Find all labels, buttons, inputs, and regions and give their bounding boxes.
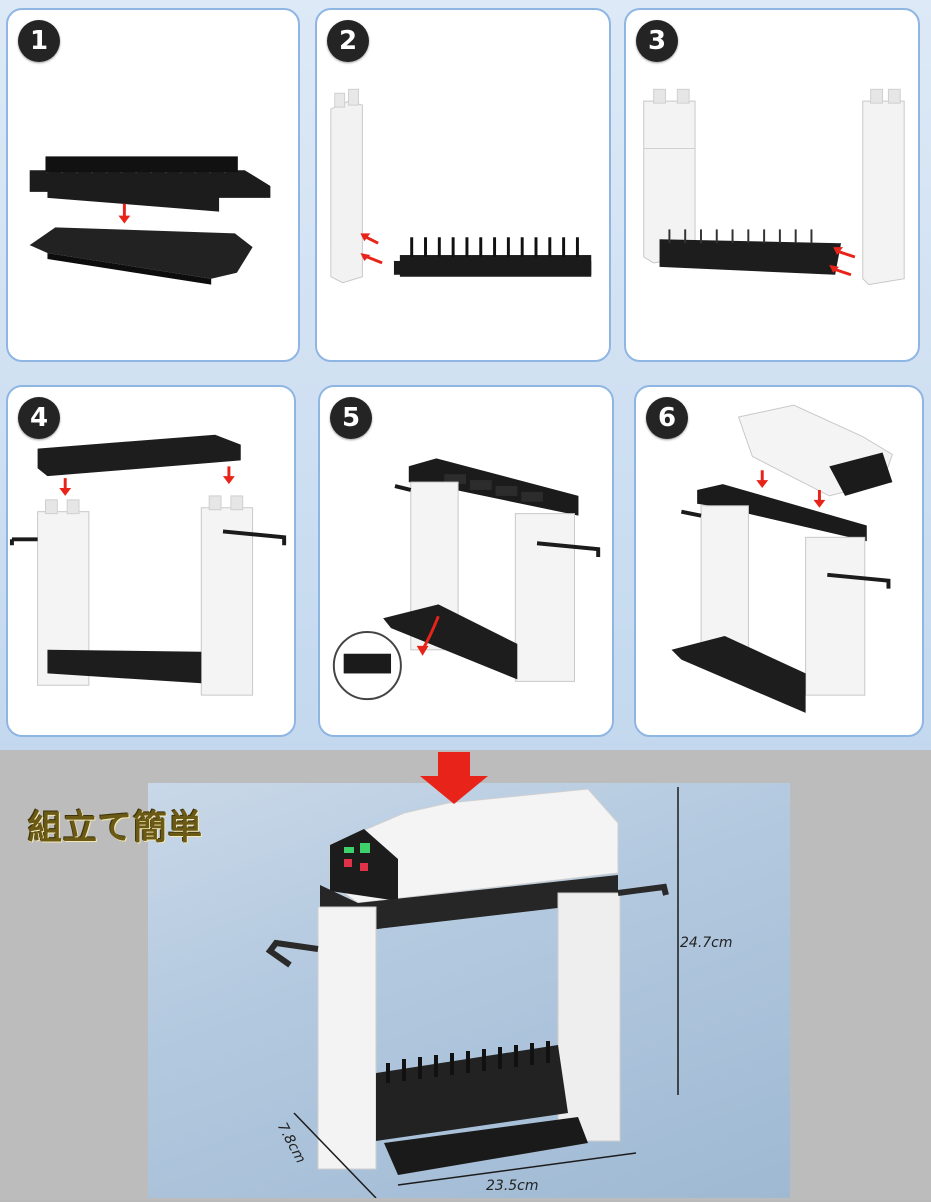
assembly-arrow-icon bbox=[833, 247, 844, 256]
step-3-illustration bbox=[643, 88, 905, 286]
step-6-illustration bbox=[671, 404, 894, 713]
step-number-badge: 2 bbox=[327, 20, 369, 62]
step-number-badge: 6 bbox=[646, 397, 688, 439]
step-panel-3: 3 bbox=[624, 8, 920, 362]
step-number-badge: 3 bbox=[636, 20, 678, 62]
step-1-illustration bbox=[29, 156, 271, 285]
step-panel-5: 5 bbox=[318, 385, 614, 737]
product-illustration bbox=[265, 787, 679, 1199]
down-arrow-icon bbox=[420, 752, 488, 804]
product-photo bbox=[148, 783, 790, 1199]
assembly-arrow-icon bbox=[360, 233, 371, 242]
step-panel-4: 4 bbox=[6, 385, 296, 737]
step-4-illustration bbox=[9, 434, 287, 696]
assembly-arrow-icon bbox=[416, 645, 429, 656]
step-5-illustration bbox=[332, 458, 601, 701]
width-dimension-label: 23.5cm bbox=[486, 1178, 539, 1194]
step-panel-6: 6 bbox=[634, 385, 924, 737]
height-dimension-label: 24.7cm bbox=[680, 935, 733, 951]
step-2-illustration bbox=[330, 88, 592, 284]
assembly-caption: 組立て簡単 bbox=[28, 808, 203, 848]
step-panel-1: 1 bbox=[6, 8, 300, 362]
step-number-badge: 4 bbox=[18, 397, 60, 439]
assembly-arrow-icon bbox=[59, 488, 72, 496]
step-number-badge: 5 bbox=[330, 397, 372, 439]
assembly-arrow-icon bbox=[756, 480, 769, 489]
step-panel-2: 2 bbox=[315, 8, 611, 362]
step-number-badge: 1 bbox=[18, 20, 60, 62]
